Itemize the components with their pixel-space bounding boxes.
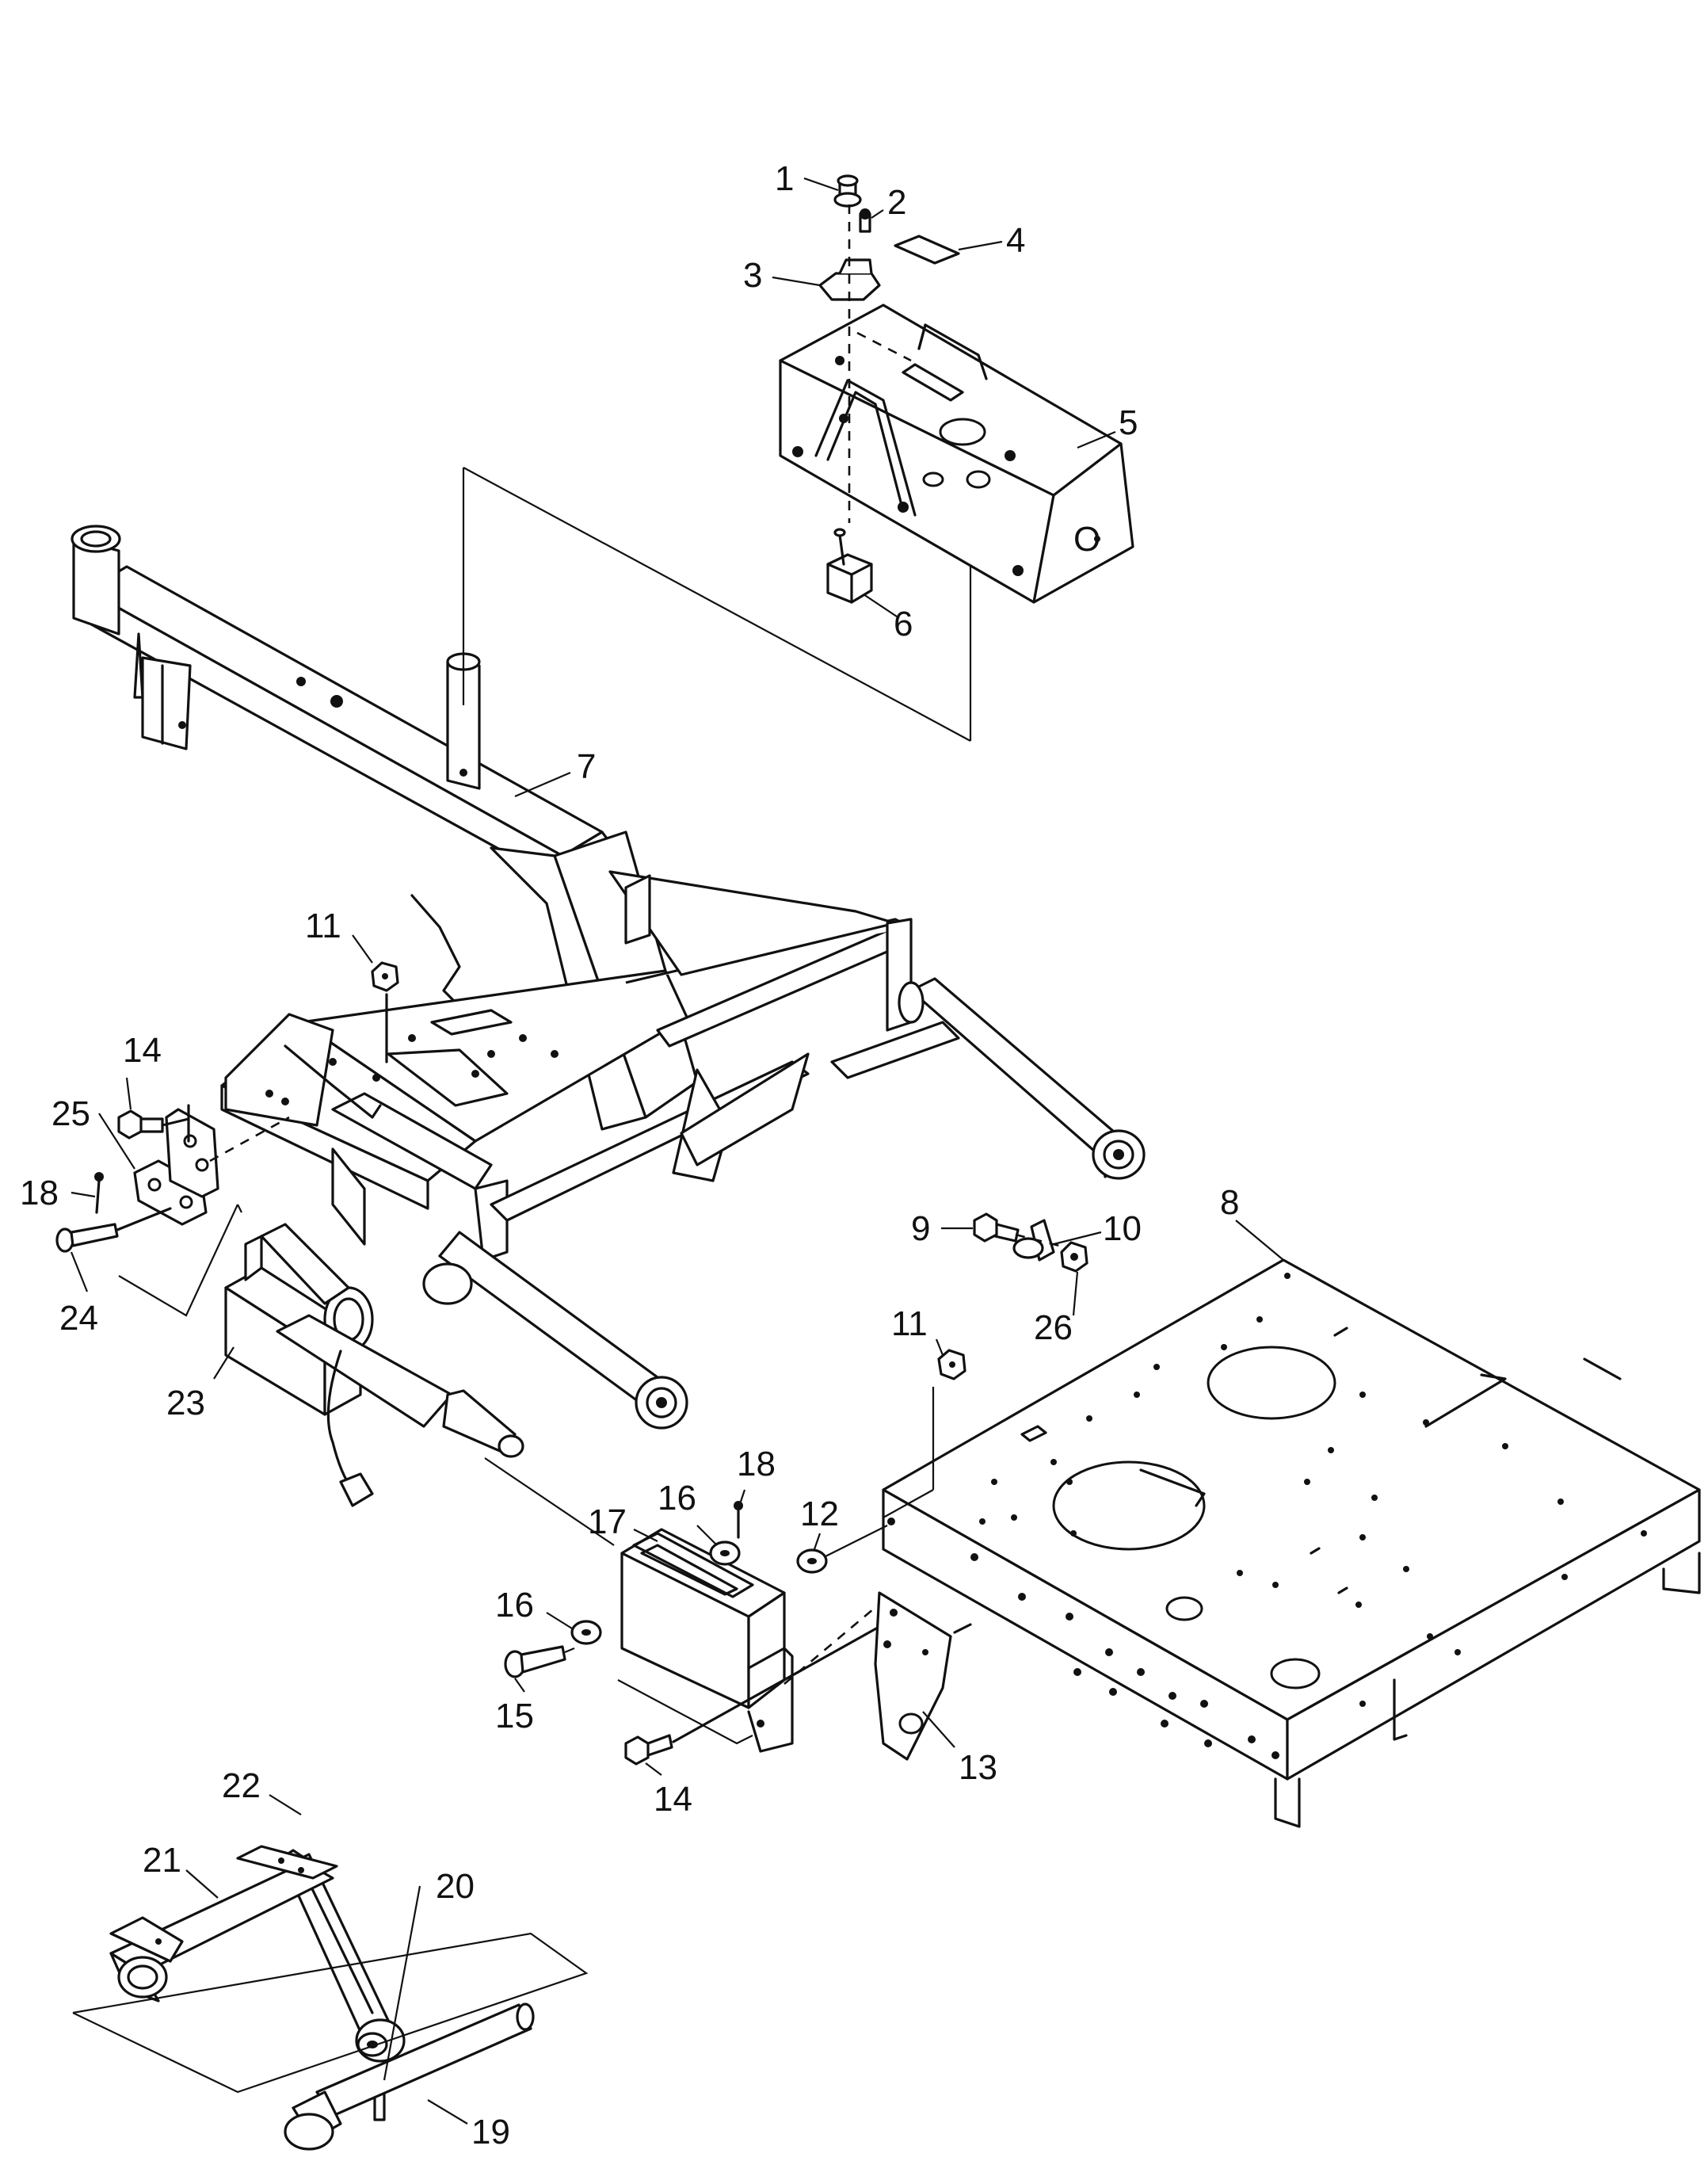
part-washer-16-lower <box>570 1620 602 1645</box>
callout-22: 22 <box>222 1766 261 1805</box>
part-base-plate <box>882 1258 1701 1828</box>
callout-11-upper: 11 <box>305 907 341 945</box>
part-pin-24 <box>55 1223 119 1253</box>
part-bolt-14-upper <box>117 1109 164 1140</box>
part-nut-26 <box>1060 1241 1088 1273</box>
callout-20: 20 <box>436 1867 475 1906</box>
part-switch <box>826 528 873 604</box>
part-bracket-25 <box>133 1108 219 1226</box>
part-seat-frame <box>220 870 960 1262</box>
callout-2: 2 <box>887 183 906 222</box>
callout-3: 3 <box>743 256 762 295</box>
part-pivot-bracket-21 <box>109 1845 338 2002</box>
part-washer-12 <box>796 1548 828 1574</box>
part-nut-11-upper <box>371 961 399 992</box>
part-knob <box>833 174 862 208</box>
part-bolt-14-lower <box>624 1734 673 1766</box>
callout-10: 10 <box>1103 1209 1142 1248</box>
part-rod-19 <box>284 2002 535 2151</box>
part-front-tube-left <box>422 1231 688 1430</box>
callout-7: 7 <box>577 747 596 786</box>
callout-16-lower: 16 <box>495 1586 534 1625</box>
callout-4: 4 <box>1006 221 1025 260</box>
callout-26: 26 <box>1034 1308 1073 1347</box>
leader-lines <box>70 177 1284 2125</box>
callout-17: 17 <box>588 1502 627 1541</box>
part-bolt-9 <box>973 1212 1020 1243</box>
part-rear-tube-right <box>898 977 1146 1180</box>
callout-23: 23 <box>166 1384 205 1422</box>
callout-12: 12 <box>800 1495 839 1533</box>
part-clip-10 <box>1012 1219 1066 1262</box>
part-plate-13 <box>874 1591 952 1761</box>
callout-5: 5 <box>1119 403 1138 442</box>
part-screw-small <box>859 208 871 233</box>
part-pin-18-upper <box>94 1172 104 1214</box>
callout-9: 9 <box>911 1209 930 1248</box>
callout-14-upper: 14 <box>123 1031 162 1070</box>
part-slot-bracket-17 <box>620 1528 794 1753</box>
part-washer-16-upper <box>709 1541 741 1566</box>
callout-18-lower: 18 <box>737 1445 776 1483</box>
callout-8: 8 <box>1220 1183 1239 1222</box>
callout-6: 6 <box>894 605 913 643</box>
part-control-box: O <box>779 304 1134 604</box>
part-bracket-small <box>818 258 881 301</box>
part-actuator <box>224 1223 524 1507</box>
callout-19: 19 <box>471 2113 510 2151</box>
part-nut-11-lower <box>937 1349 966 1380</box>
callout-24: 24 <box>59 1299 98 1338</box>
callout-13: 13 <box>959 1748 997 1787</box>
callout-1: 1 <box>775 159 794 198</box>
part-decal <box>894 235 960 265</box>
callout-18-upper: 18 <box>20 1174 59 1212</box>
callout-14-lower: 14 <box>654 1780 692 1819</box>
callout-11-lower: 11 <box>891 1304 928 1343</box>
callout-16-upper: 16 <box>658 1479 696 1518</box>
callout-15: 15 <box>495 1697 534 1735</box>
callout-labels: 1 2 3 4 5 6 7 8 9 10 11 11 12 13 14 14 1… <box>20 159 1239 2151</box>
callout-25: 25 <box>51 1094 90 1133</box>
part-pin-18-lower <box>734 1501 743 1539</box>
part-bolt-15 <box>504 1645 566 1678</box>
callout-21: 21 <box>143 1841 181 1880</box>
